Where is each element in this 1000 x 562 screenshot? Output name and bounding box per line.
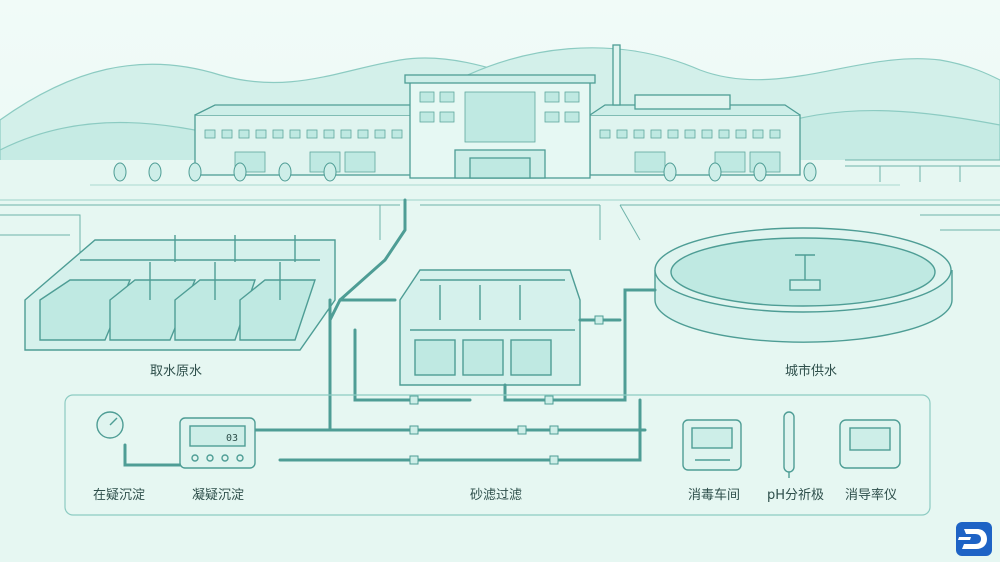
sand-filter-label: 砂滤过滤 xyxy=(470,488,523,503)
bridge xyxy=(845,159,1000,182)
windows xyxy=(204,91,781,173)
conductivity-label: 消导率仪 xyxy=(845,488,898,503)
coagulation-sediment-label-1: 在疑沉淀 xyxy=(93,488,146,503)
city-supply-label: 城市供水 xyxy=(785,364,838,379)
brand-d-logo-icon xyxy=(956,522,992,556)
conductivity-meter-icon xyxy=(839,419,901,469)
ph-probe-icon xyxy=(783,411,795,478)
digital-meter-icon xyxy=(179,417,256,469)
trees xyxy=(113,162,817,182)
pipe-joints xyxy=(409,315,604,465)
intake-basins xyxy=(24,235,336,351)
disinfect-panel-icon xyxy=(682,419,742,471)
sand-filter-tank xyxy=(399,269,581,386)
ph-analyzer-label: pH分祈极 xyxy=(767,488,825,503)
fence xyxy=(0,204,1000,260)
disinfection-label: 消毒车间 xyxy=(688,488,741,503)
instrument-panel xyxy=(64,394,931,516)
intake-label: 取水原水 xyxy=(150,364,203,379)
coagulation-sediment-label-2: 凝疑沉淀 xyxy=(192,488,245,503)
pressure-gauge-icon xyxy=(96,411,124,439)
meter-reading: 03 xyxy=(226,433,238,444)
city-supply-reservoir xyxy=(654,227,953,343)
